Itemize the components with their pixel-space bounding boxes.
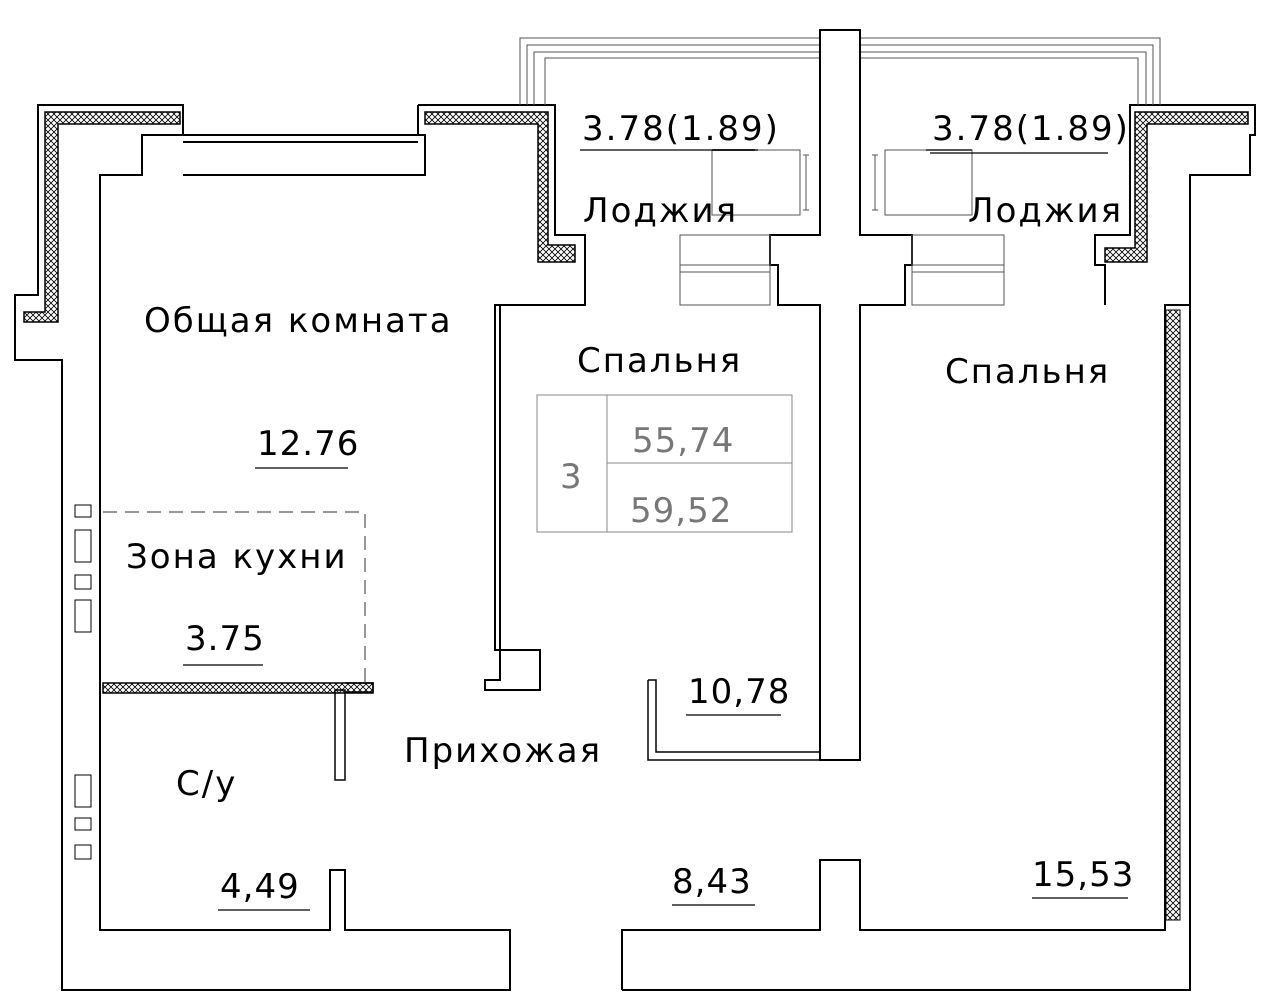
bedroom-right-name: Спальня xyxy=(945,352,1110,392)
loggia-right-area: 3.78(1.89) xyxy=(932,109,1130,149)
loggia-right-name: Лоджия xyxy=(968,191,1123,231)
rooms-count: 3 xyxy=(560,457,583,497)
bedroom-middle-name: Спальня xyxy=(577,341,742,381)
kitchen-zone-outline xyxy=(103,511,366,683)
hallway-area: 8,43 xyxy=(672,862,752,902)
summary-table xyxy=(536,394,793,533)
kitchen-zone-area: 3.75 xyxy=(185,619,265,659)
total-area-value: 59,52 xyxy=(630,491,732,531)
vent-markers xyxy=(74,504,92,860)
loggia-left-name: Лоджия xyxy=(583,191,738,231)
wall-insulation xyxy=(23,111,1249,921)
outer-walls xyxy=(14,104,1256,991)
bathroom-name: С/у xyxy=(176,764,237,804)
hallway-name: Прихожая xyxy=(404,731,602,771)
loggia-left-area: 3.78(1.89) xyxy=(582,109,780,149)
area-underlines xyxy=(183,149,1128,911)
bathroom-area: 4,49 xyxy=(220,867,300,907)
loggia-frame xyxy=(519,37,1161,105)
kitchen-zone-name: Зона кухни xyxy=(126,537,348,577)
living-area-value: 55,74 xyxy=(632,421,734,461)
bedroom-right-area: 15,53 xyxy=(1032,855,1134,895)
bedroom-middle-area: 10,78 xyxy=(688,672,790,712)
loggia-windows xyxy=(679,149,1005,306)
living-room-area: 12.76 xyxy=(257,424,359,464)
living-room-name: Общая комната xyxy=(144,301,453,341)
interior-walls xyxy=(334,679,820,781)
